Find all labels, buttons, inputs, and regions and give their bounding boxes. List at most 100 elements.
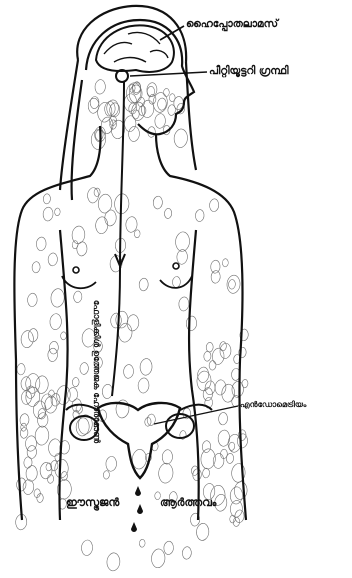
scribble-mark [88, 98, 99, 113]
scribble-mark [25, 436, 36, 451]
scribble-mark [26, 387, 40, 406]
scribble-mark [226, 453, 233, 463]
scribble-mark [139, 278, 148, 291]
fsh-label: ഫോളിക്കിൾ ഉത്തേജക ഹോർമോൺ [92, 300, 101, 443]
scribble-mark [151, 549, 164, 568]
scribble-mark [229, 442, 235, 450]
scribble-mark [49, 341, 58, 354]
scribble-mark [206, 342, 213, 352]
scribble-mark [81, 540, 92, 556]
scribble-mark [138, 378, 149, 393]
pituitary-pointer [130, 72, 207, 76]
scribble-mark [77, 242, 87, 256]
scribble-mark [218, 430, 230, 446]
scribble-mark [222, 259, 228, 267]
scribble-mark [227, 275, 240, 293]
scribble-mark [124, 365, 134, 379]
scribble-mark [55, 208, 60, 216]
scribble-mark [36, 376, 49, 394]
scribble-mark [105, 101, 116, 116]
scribble-mark [50, 314, 62, 330]
scribble-mark [103, 471, 109, 479]
scribble-mark [164, 541, 174, 554]
scribble-mark [220, 342, 227, 351]
scribble-mark [43, 207, 53, 221]
scribble-mark [215, 494, 227, 511]
scribble-mark [211, 271, 220, 284]
scribble-mark [76, 418, 89, 436]
scribble-mark [32, 262, 40, 273]
scribble-mark [169, 94, 175, 102]
scribble-mark [140, 359, 152, 376]
scribble-mark [40, 462, 52, 478]
scribble-mark [72, 241, 78, 249]
scribble-mark [211, 260, 220, 273]
scribble-mark [105, 210, 116, 226]
scribble-mark [36, 237, 46, 251]
scribble-mark [129, 126, 140, 141]
scribble-mark [28, 293, 38, 306]
scribble-mark [191, 466, 198, 475]
scribble-mark [230, 515, 236, 523]
scribble-mark [186, 316, 196, 331]
menstrual-drops [131, 486, 143, 532]
scribble-mark [23, 480, 34, 495]
scribble-mark [158, 98, 167, 110]
scribble-mark [202, 441, 210, 453]
scribble-mark [209, 361, 216, 371]
scribble-mark [95, 80, 105, 94]
scribble-mark [153, 196, 162, 209]
pituitary-label: പീറ്റിയൂട്ടറി ഗ്രന്ഥി [209, 66, 289, 77]
nipple-left [73, 267, 79, 273]
scribble-mark [37, 413, 48, 428]
menstruation-label: ആർത്തവം [160, 497, 216, 508]
scribble-mark [61, 472, 67, 481]
scribble-mark [164, 208, 171, 218]
scribble-mark [80, 363, 88, 375]
brain-folds [104, 32, 168, 62]
scribble-mark [132, 449, 146, 469]
scribble-mark [228, 280, 235, 290]
scribble-mark [48, 253, 57, 266]
scribble-mark [172, 276, 180, 287]
scribble-mark [174, 129, 187, 148]
scribble-mark [88, 188, 99, 203]
scribble-mark [106, 456, 117, 471]
scribble-mark [196, 523, 208, 540]
scribble-mark [195, 210, 204, 222]
scribble-mark [162, 450, 172, 464]
scribble-mark [126, 217, 137, 233]
scribble-mark [203, 468, 210, 478]
hair-outline [60, 6, 196, 200]
scribble-mark [198, 367, 209, 383]
scribble-mark [210, 199, 219, 212]
scribble-mark [127, 315, 139, 331]
scribble-mark [179, 297, 189, 311]
scribble-mark [21, 423, 27, 431]
scribble-mark [215, 380, 226, 395]
scribble-mark [145, 417, 151, 426]
scribble-mark [177, 250, 188, 265]
scribble-mark [49, 439, 62, 456]
scribble-mark [61, 332, 67, 340]
scribble-mark [94, 188, 100, 196]
scribble-mark [43, 194, 50, 204]
scribble-mark [76, 405, 82, 414]
scribble-mark [176, 232, 190, 251]
endometrium-label: എൻഡോമെട്രിയം [240, 401, 306, 409]
scribble-mark [232, 381, 244, 397]
scribble-mark [26, 466, 37, 482]
scribble-mark [20, 414, 29, 426]
scribble-mark [35, 426, 49, 445]
scribble-mark [204, 351, 211, 361]
scribble-mark [193, 469, 202, 481]
scribble-mark [17, 363, 25, 374]
scribble-mark [220, 343, 231, 358]
scribble-mark [230, 500, 242, 517]
scribble-mark [96, 217, 108, 234]
scribble-mark [21, 331, 33, 348]
scribble-mark [159, 463, 173, 483]
face-outline [86, 20, 194, 134]
scribble-mark [237, 434, 247, 448]
